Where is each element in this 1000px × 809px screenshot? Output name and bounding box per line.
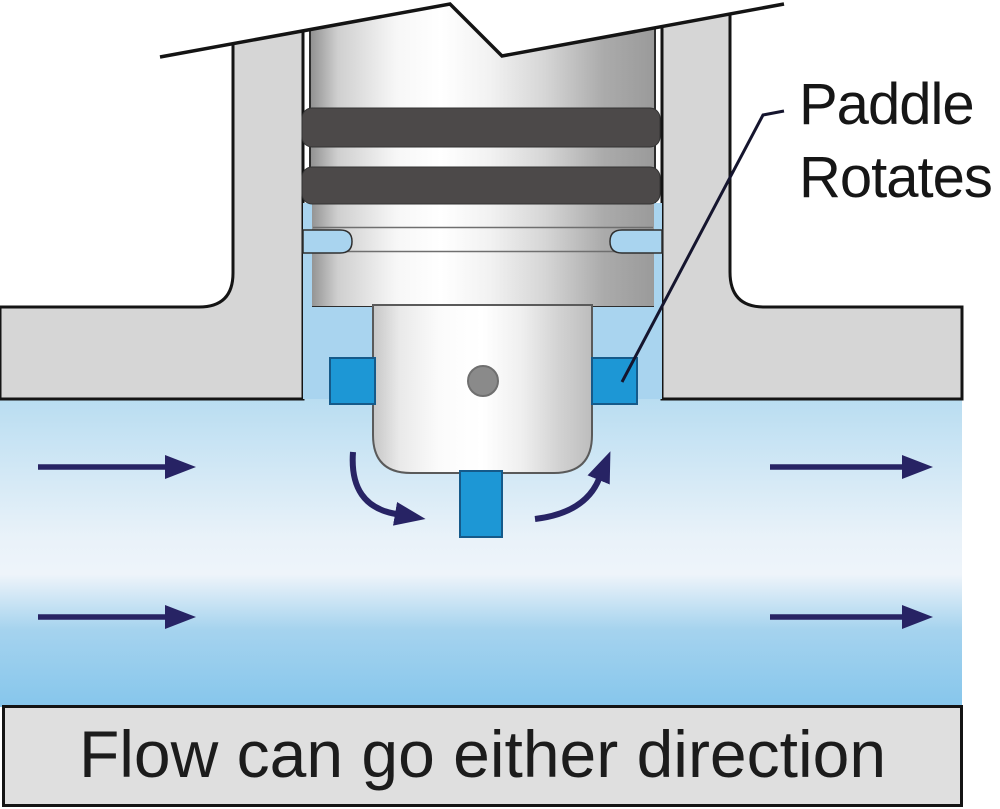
bore-water-left [303, 203, 373, 399]
annotation-line1: Paddle [799, 72, 975, 137]
leader-line [620, 109, 785, 383]
o-ring-upper [301, 107, 661, 148]
rotation-arrow-left [349, 451, 426, 526]
break-line [159, 2, 785, 59]
paddle-blade-left [329, 357, 376, 405]
axle-pin [467, 365, 499, 397]
caption-text: Flow can go either direction [78, 717, 887, 791]
caption-bar: Flow can go either direction [2, 705, 963, 807]
annotation-line2: Rotates [799, 145, 993, 210]
paddle-blade-bottom [459, 470, 503, 538]
groove-water-left [302, 229, 353, 254]
pipe-wall-left [0, 18, 305, 401]
groove-water-right [609, 229, 663, 254]
bore-water-right [592, 203, 662, 399]
annotation-label: Paddle Rotates [799, 68, 993, 214]
o-ring-lower [301, 166, 661, 205]
pipe-wall-right [660, 6, 964, 401]
sensor-body-cylinder [309, 1, 656, 308]
break-mask-right [450, 0, 786, 56]
rotation-arrow-right [534, 451, 611, 522]
